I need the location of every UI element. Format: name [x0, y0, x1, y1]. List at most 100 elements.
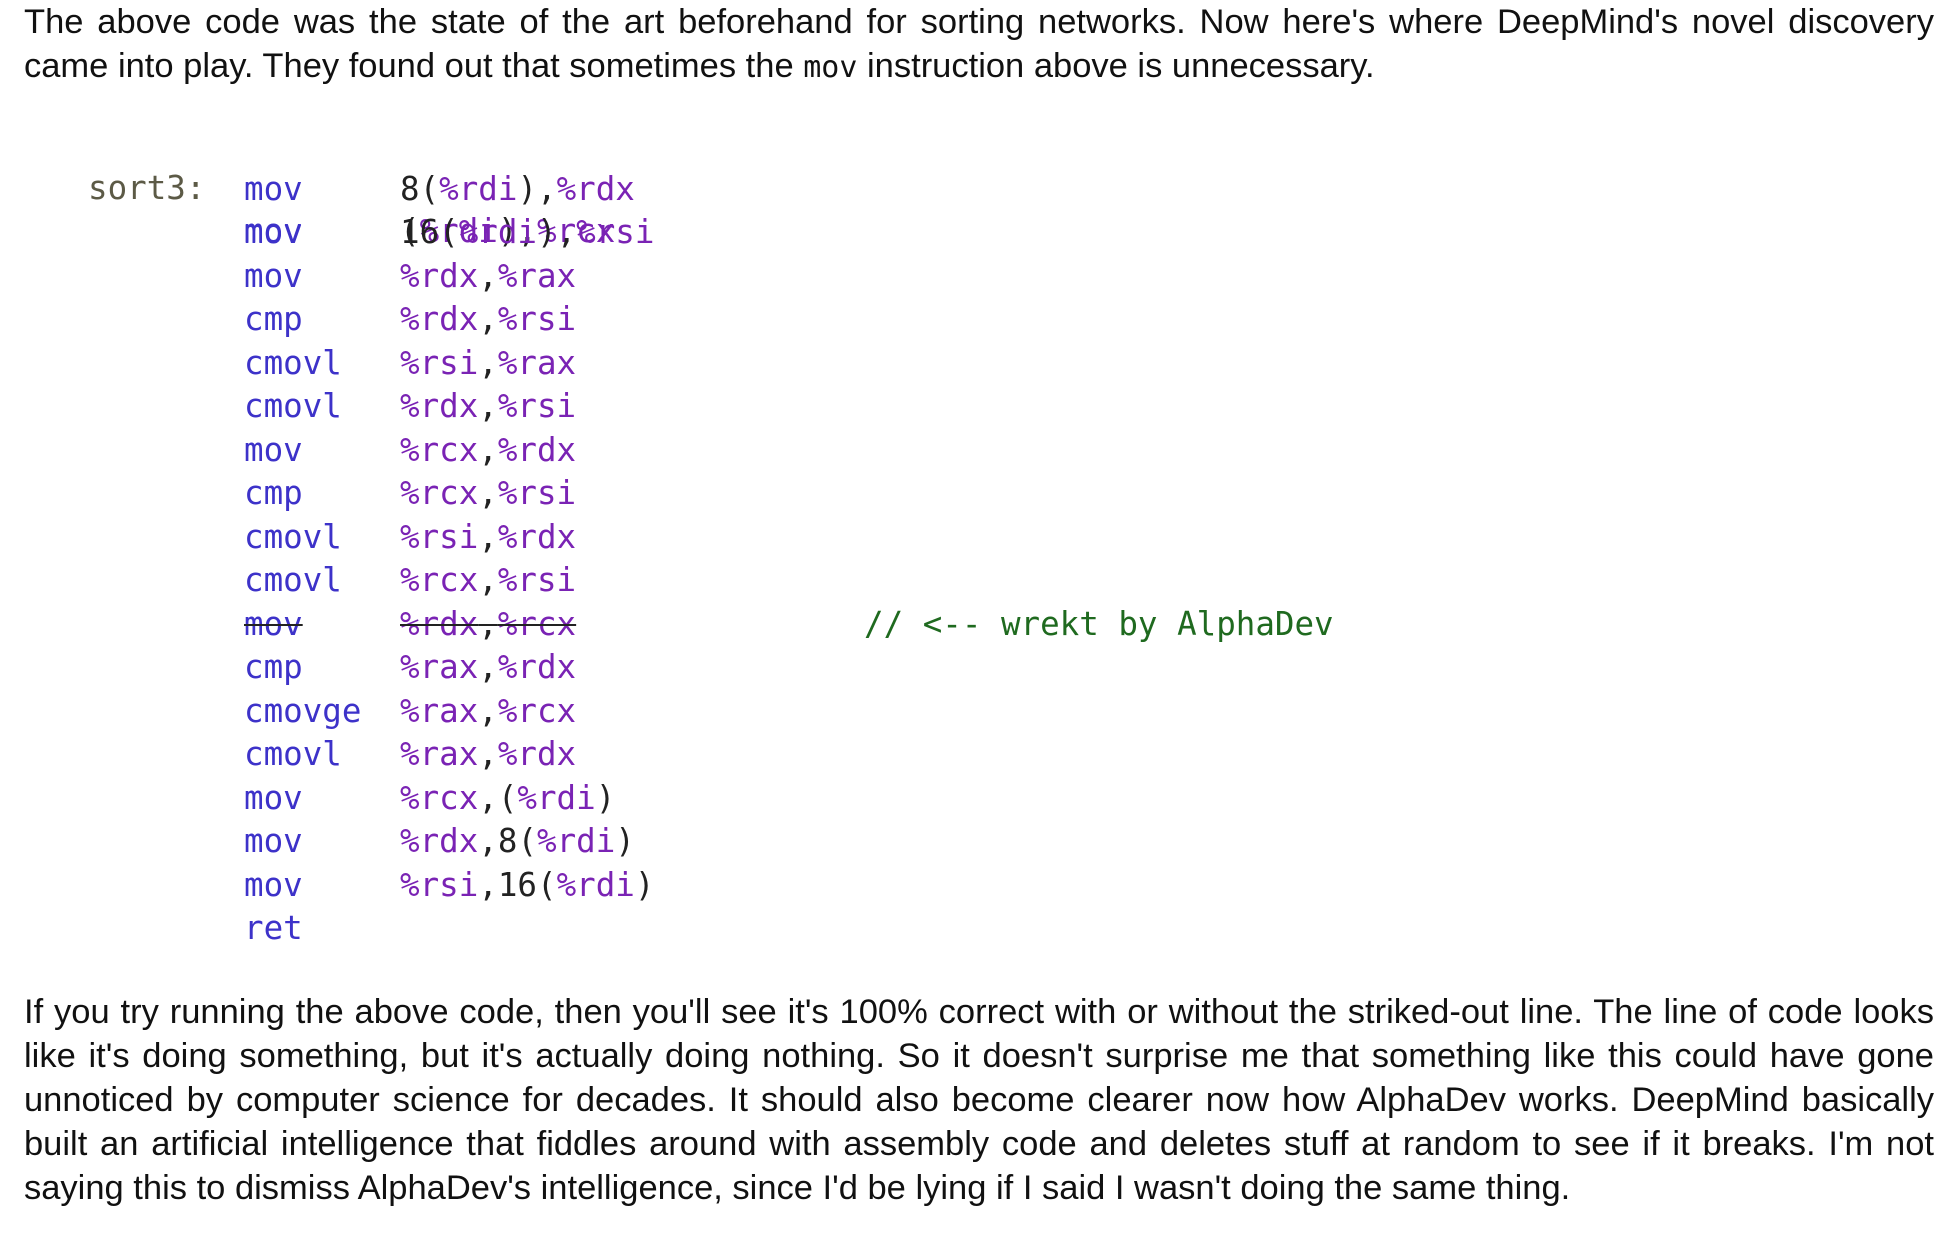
inline-code-mov: mov [803, 50, 858, 85]
opcode: cmovl [244, 735, 342, 773]
opcode: mov [244, 778, 303, 817]
punctuation: ( [400, 212, 420, 250]
code-comment: // <-- wrekt by AlphaDev [864, 604, 1334, 643]
punctuation: ( [517, 822, 538, 860]
register: %rdi [439, 169, 518, 208]
operands: %rax,%rdx [400, 733, 576, 776]
punctuation: , [478, 735, 498, 773]
register: %rcx [497, 604, 577, 643]
punctuation: , [478, 300, 498, 338]
operands: %rsi,16(%rdi) [400, 864, 654, 907]
punctuation: , [478, 474, 498, 512]
register: %rcx [400, 778, 479, 817]
punctuation: ), [517, 169, 557, 208]
opcode: cmovl [244, 343, 342, 382]
opcode: mov [244, 256, 303, 295]
outro-paragraph: If you try running the above code, then … [24, 993, 1934, 1207]
register: %rdx [497, 517, 577, 556]
function-label: sort3: [88, 169, 206, 207]
punctuation: , [478, 865, 498, 904]
opcode: cmovl [244, 517, 342, 556]
operands: %rcx,%rdx [400, 429, 576, 472]
intro-paragraph: The above code was the state of the art … [24, 0, 1934, 90]
register: %rsi [497, 300, 577, 338]
punctuation: ) [615, 822, 635, 860]
opcode: cmp [244, 300, 303, 338]
punctuation: , [478, 256, 498, 295]
operands: %rdx,8(%rdi) [400, 820, 635, 863]
register: %rcx [400, 561, 479, 599]
opcode: cmp [244, 474, 303, 512]
opcode: mov [244, 430, 303, 469]
opcode: mov [244, 865, 303, 904]
punctuation: ( [419, 169, 440, 208]
register: %rdi [458, 213, 537, 251]
register: %rax [400, 648, 479, 686]
punctuation: ) [634, 865, 655, 904]
operands: 16(%rdi),%rsi [400, 211, 654, 254]
punctuation: ( [537, 865, 557, 904]
opcode: cmovl [244, 561, 342, 599]
punctuation: , [478, 691, 498, 730]
punctuation: , [478, 648, 498, 686]
operands: %rcx,%rsi [400, 472, 576, 515]
punctuation: , [478, 387, 498, 425]
register: %rsi [497, 474, 577, 512]
register: %rsi [400, 865, 479, 904]
operands: %rdx,%rsi [400, 298, 576, 341]
register: %rax [400, 735, 479, 773]
punctuation: ( [439, 213, 459, 251]
punctuation: ), [537, 213, 577, 251]
opcode: cmovl [244, 387, 342, 425]
intro-text-before: The above code was the state of the art … [24, 3, 1934, 85]
register: %rsi [400, 517, 479, 556]
opcode: mov [244, 604, 303, 643]
register: %rdx [497, 648, 577, 686]
opcode: cmp [244, 648, 303, 686]
register: %rax [400, 691, 479, 730]
punctuation: , [478, 561, 498, 599]
punctuation: ), [497, 212, 537, 250]
intro-text-after: instruction above is unnecessary. [857, 47, 1375, 85]
punctuation: , [478, 343, 498, 382]
register: %rdx [556, 169, 635, 208]
code-label-line: sort3: mov(%rdi),%rcx [0, 124, 615, 250]
operands: %rcx,%rsi [400, 559, 576, 602]
register: %rax [497, 256, 577, 295]
register: %rcx [537, 212, 616, 250]
punctuation: , [478, 430, 498, 469]
opcode: mov [244, 212, 303, 250]
offset-number: 8 [497, 822, 518, 860]
register: %rcx [400, 430, 479, 469]
register: %rdx [400, 256, 479, 295]
operands: %rsi,%rdx [400, 516, 576, 559]
operands: %rsi,%rax [400, 342, 576, 385]
opcode: mov [244, 169, 303, 208]
operands: %rdx,%rcx [400, 603, 576, 646]
punctuation: , [478, 517, 498, 556]
punctuation: ,( [478, 778, 518, 817]
register: %rdx [497, 735, 577, 773]
opcode: cmovge [244, 691, 362, 730]
opcode: mov [244, 213, 303, 251]
opcode: mov [244, 822, 303, 860]
register: %rdx [497, 430, 577, 469]
operands: %rdx,%rsi [400, 385, 576, 428]
operands: %rcx,(%rdi) [400, 777, 615, 820]
operands: %rdx,%rax [400, 255, 576, 298]
register: %rax [497, 343, 577, 382]
operands: %rax,%rcx [400, 690, 576, 733]
offset-number: 8 [400, 169, 420, 208]
register: %rdi [419, 212, 498, 250]
register: %rdi [556, 865, 635, 904]
register: %rdi [537, 822, 616, 860]
opcode: ret [244, 909, 303, 947]
register: %rdx [400, 604, 479, 643]
punctuation: , [478, 604, 498, 643]
register: %rsi [497, 387, 577, 425]
register: %rdi [517, 778, 596, 817]
offset-number: 16 [400, 213, 440, 251]
register: %rdx [400, 822, 479, 860]
